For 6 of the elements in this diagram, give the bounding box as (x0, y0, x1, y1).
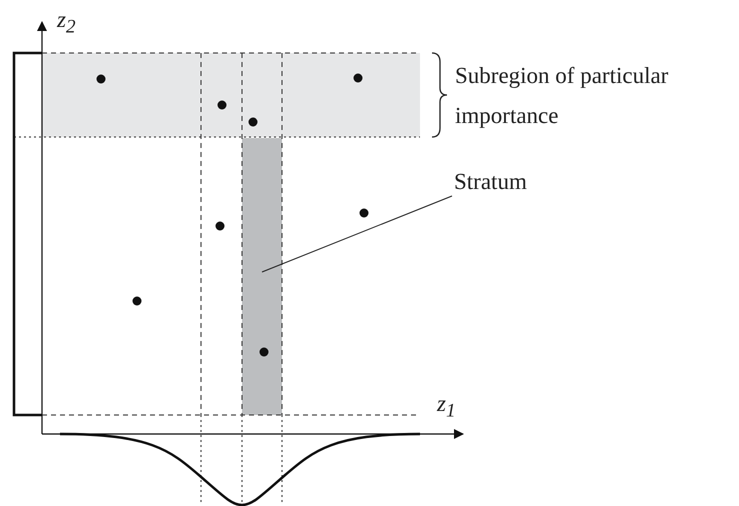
axis-label: z$_{1}$ (437, 390, 456, 424)
subregion-label: Subregion of particular importance (455, 62, 670, 130)
leader-line (262, 196, 452, 272)
axis-label: z$_{2}$ (57, 6, 76, 40)
stratum-region (242, 138, 282, 415)
callout-label: Stratum (454, 162, 527, 202)
